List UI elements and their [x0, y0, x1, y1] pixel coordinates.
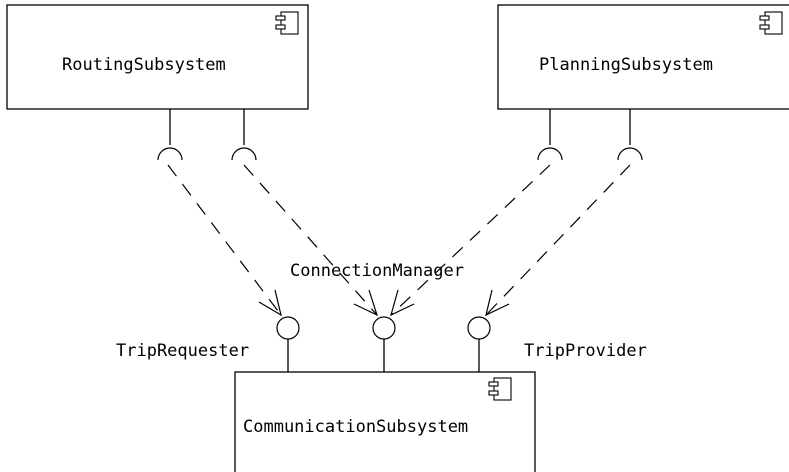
component-icon	[759, 11, 783, 35]
connection-manager-lollipop[interactable]	[372, 316, 396, 372]
planning-subsystem-component[interactable]: PlanningSubsystem	[497, 4, 789, 110]
planning-subsystem-label: PlanningSubsystem	[539, 55, 713, 75]
dependency-routing-to-connection-manager	[243, 164, 378, 317]
routing-required-socket-2	[231, 109, 257, 161]
routing-subsystem-label: RoutingSubsystem	[62, 55, 226, 75]
planning-required-socket-2	[617, 109, 643, 161]
planning-required-socket-1	[537, 109, 563, 161]
component-icon	[488, 377, 512, 401]
communication-subsystem-component[interactable]: CommunicationSubsystem	[234, 371, 536, 472]
routing-subsystem-component[interactable]: RoutingSubsystem	[6, 4, 309, 110]
connection-manager-label: ConnectionManager	[290, 261, 464, 281]
dependency-planning-to-connection-manager	[390, 164, 551, 317]
communication-subsystem-label: CommunicationSubsystem	[243, 417, 468, 437]
trip-provider-label: TripProvider	[524, 341, 647, 361]
trip-requester-label: TripRequester	[116, 341, 249, 361]
trip-provider-lollipop[interactable]	[467, 316, 491, 372]
component-icon	[275, 11, 299, 35]
routing-required-socket-1	[157, 109, 183, 161]
dependency-routing-to-trip-requester	[167, 164, 282, 317]
trip-requester-lollipop[interactable]	[276, 316, 300, 372]
dependency-planning-to-trip-provider	[485, 164, 631, 317]
